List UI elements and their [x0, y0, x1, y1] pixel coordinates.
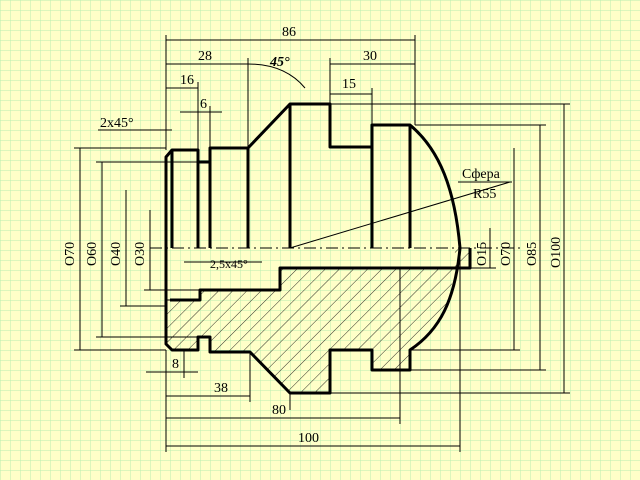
label-dia-60: O60 — [85, 242, 100, 266]
angle-arc — [247, 63, 306, 89]
label-28: 28 — [198, 49, 212, 64]
label-dia-30: O30 — [133, 242, 148, 266]
section-hatch — [166, 248, 470, 393]
label-15: 15 — [342, 77, 356, 92]
label-dia-40: O40 — [109, 242, 124, 266]
label-8: 8 — [172, 357, 179, 372]
label-sphere: Сфера — [462, 167, 501, 182]
label-dia-70-right: O70 — [499, 242, 514, 266]
label-100: 100 — [298, 431, 319, 446]
label-6: 6 — [200, 97, 207, 112]
label-dia-70-left: O70 — [63, 242, 78, 266]
label-dia-15: O15 — [475, 242, 490, 266]
sphere-leader — [289, 181, 511, 249]
label-dia-85: O85 — [525, 242, 540, 266]
label-angle-45: 45° — [269, 55, 290, 70]
label-dia-100: O100 — [549, 237, 564, 268]
label-16: 16 — [180, 73, 194, 88]
label-38: 38 — [214, 381, 228, 396]
label-30: 30 — [363, 49, 377, 64]
label-86: 86 — [282, 25, 296, 40]
label-chamfer-2x45: 2x45° — [100, 116, 134, 131]
label-chamfer-25x45: 2,5x45° — [210, 257, 248, 271]
label-sphere-radius: R55 — [473, 187, 496, 202]
label-80: 80 — [272, 403, 286, 418]
